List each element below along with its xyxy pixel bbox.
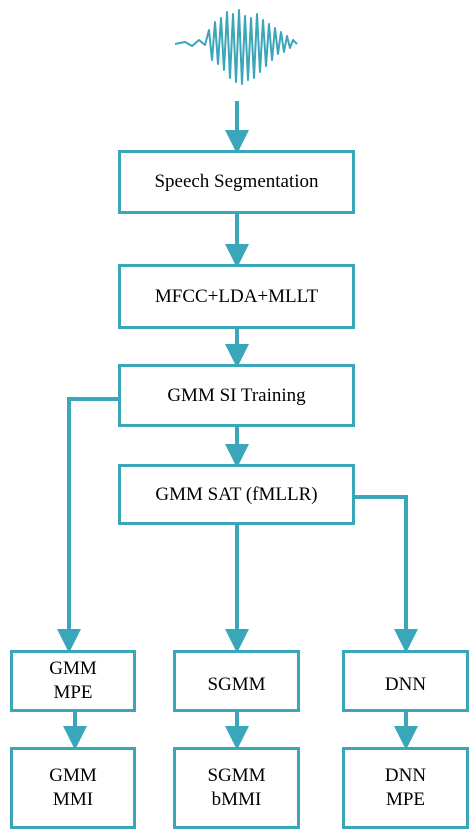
sgmm-box: SGMM <box>173 650 300 712</box>
dnn-mpe-label: DNN MPE <box>384 765 427 810</box>
sgmm-bmmi-box: SGMM bMMI <box>173 747 300 829</box>
mfcc-lda-mllt-label: MFCC+LDA+MLLT <box>154 285 319 307</box>
speech-segmentation-box: Speech Segmentation <box>118 150 355 214</box>
gmm-mpe-box: GMM MPE <box>10 650 136 712</box>
arrow-si-to-gmm-mpe <box>57 397 119 653</box>
arrow-sat-to-dnn <box>355 495 418 653</box>
gmm-mpe-label: GMM MPE <box>49 658 97 703</box>
dnn-mpe-box: DNN MPE <box>342 747 469 829</box>
gmm-mmi-label: GMM MMI <box>49 765 97 810</box>
gmm-sat-label: GMM SAT (fMLLR) <box>155 483 318 505</box>
speech-segmentation-label: Speech Segmentation <box>154 171 319 192</box>
gmm-sat-box: GMM SAT (fMLLR) <box>118 464 355 525</box>
sgmm-bmmi-label: SGMM bMMI <box>207 765 266 810</box>
dnn-box: DNN <box>342 650 469 712</box>
gmm-mmi-box: GMM MMI <box>10 747 136 829</box>
mfcc-lda-mllt-box: MFCC+LDA+MLLT <box>118 264 355 329</box>
gmm-si-training-box: GMM SI Training <box>118 364 355 427</box>
connectors <box>57 101 418 750</box>
dnn-label: DNN <box>384 674 427 695</box>
sgmm-label: SGMM <box>207 674 266 695</box>
speech-waveform-icon <box>174 9 298 85</box>
gmm-si-training-label: GMM SI Training <box>167 384 306 406</box>
